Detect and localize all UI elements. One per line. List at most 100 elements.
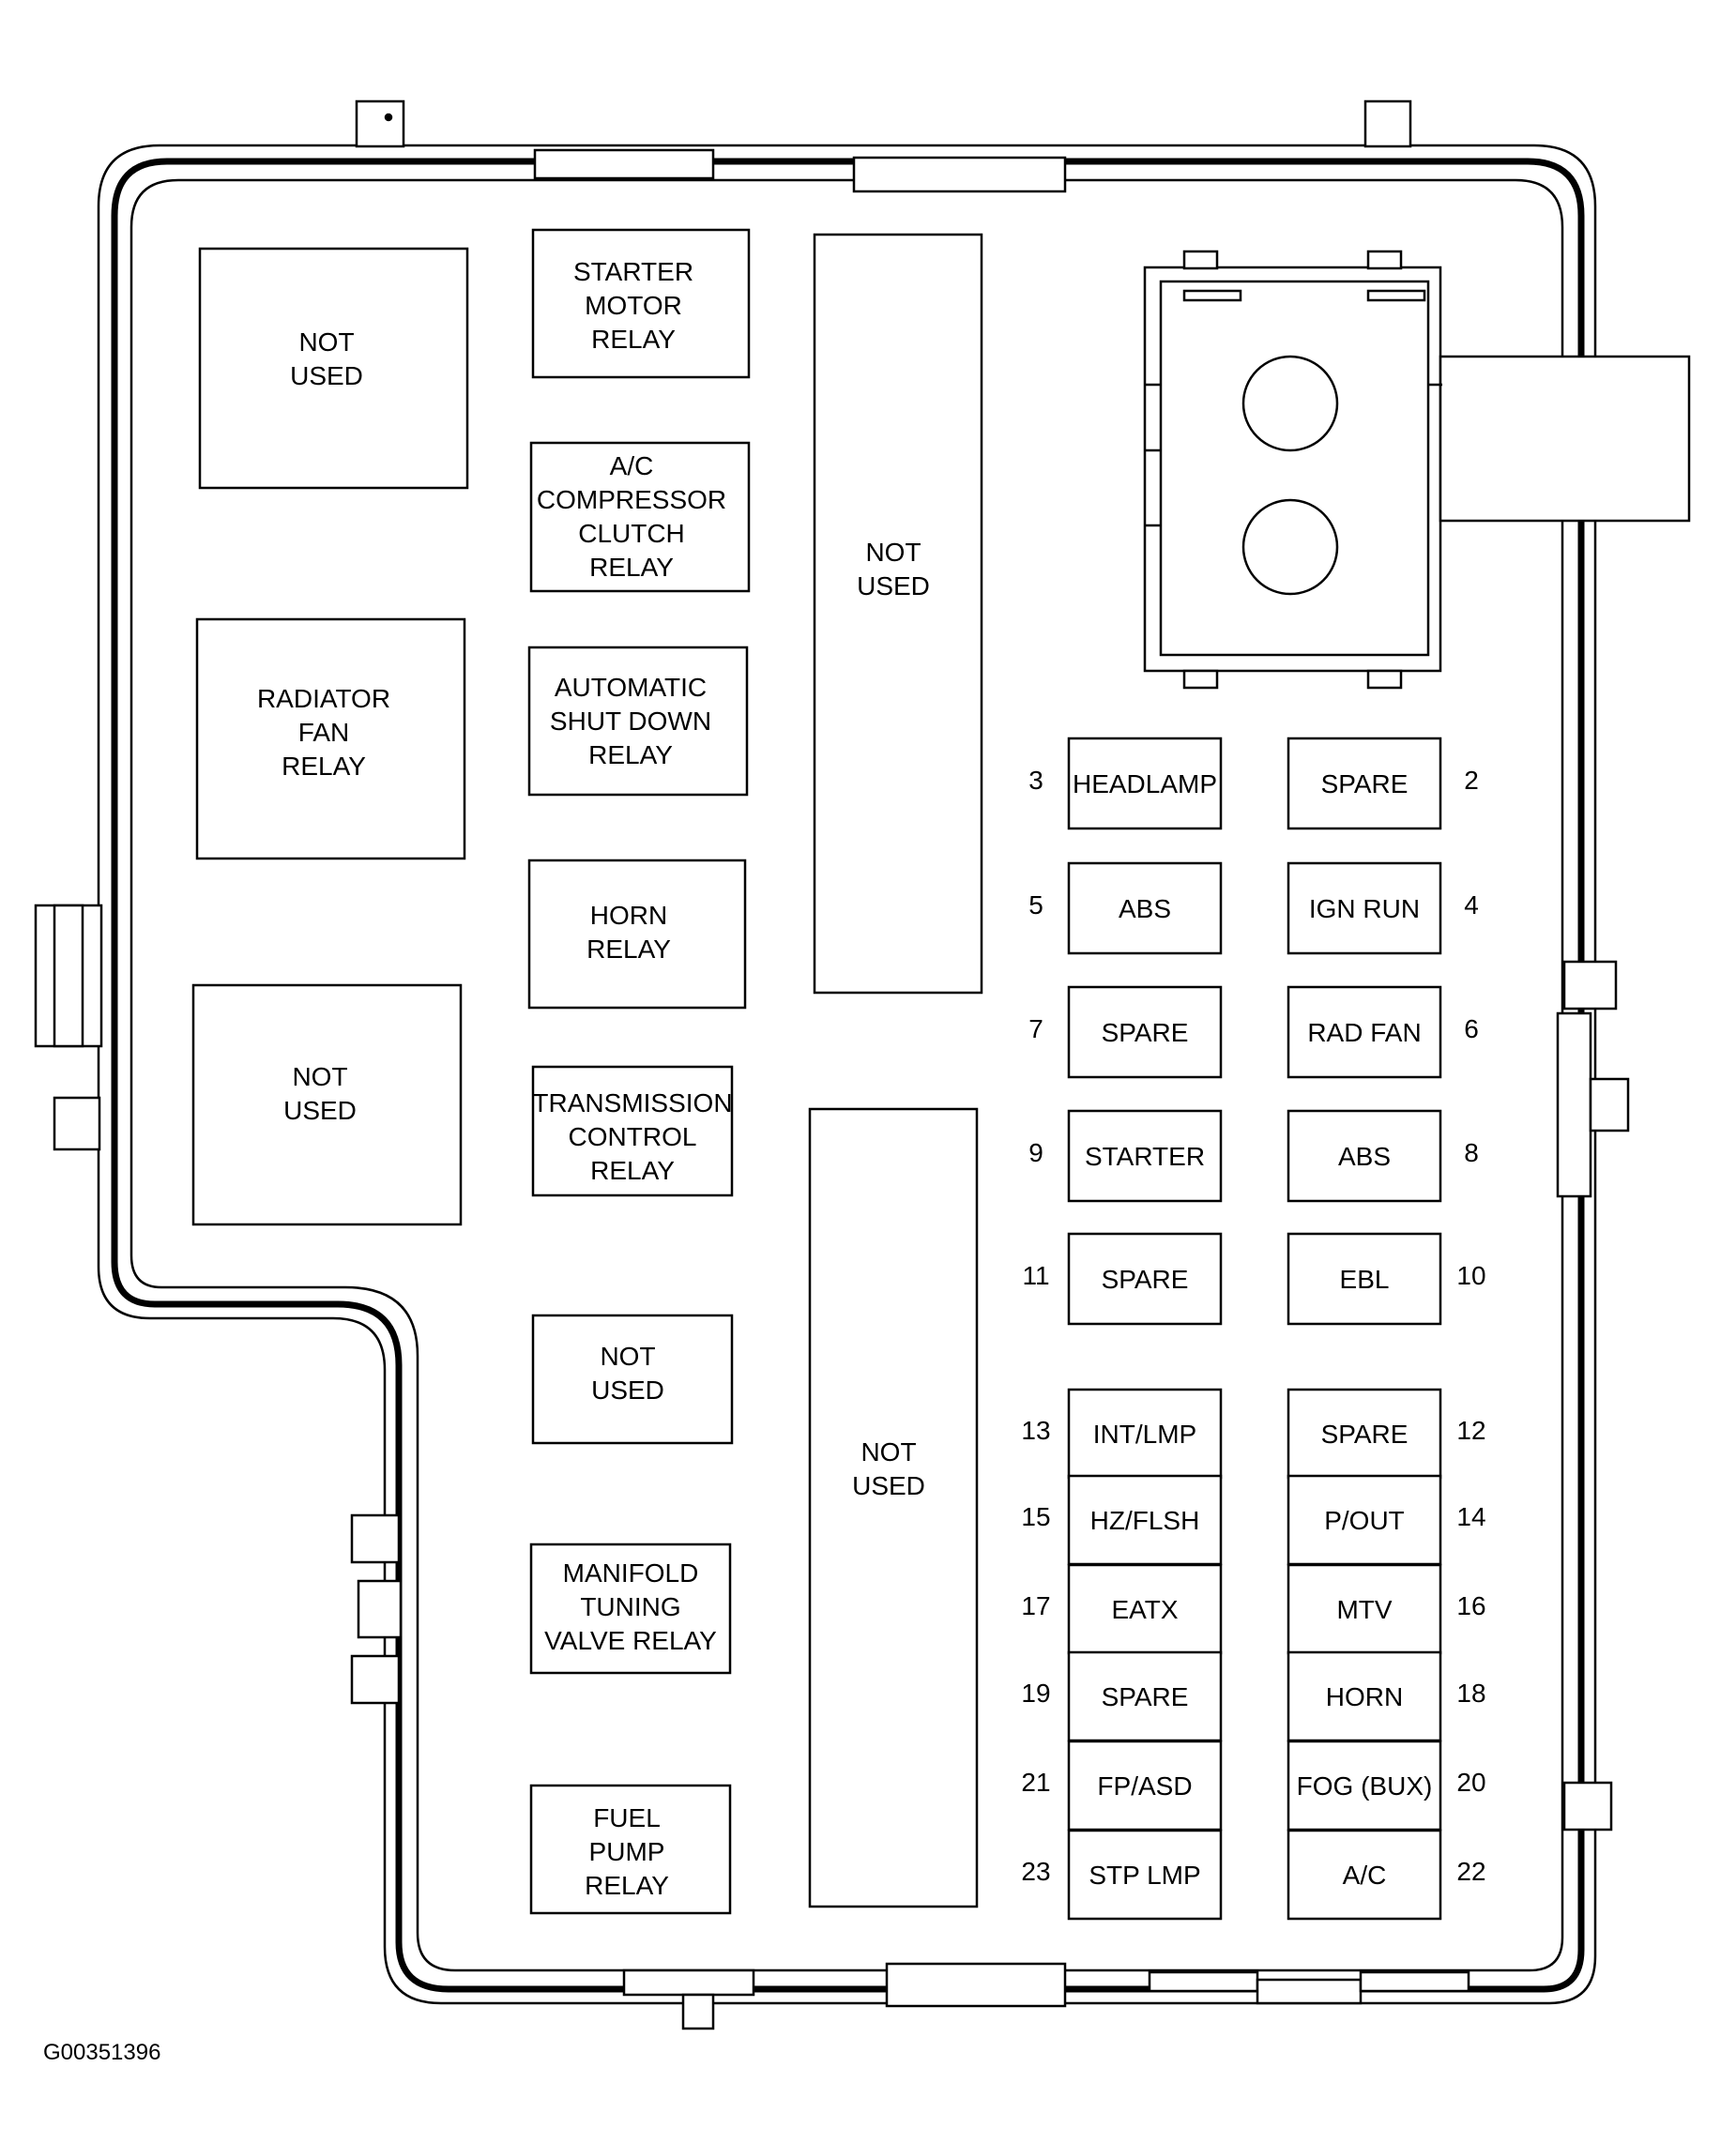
fuse-label: FP/ASD [1097,1771,1192,1801]
fuse-label: P/OUT [1324,1506,1405,1535]
fuse-label: SPARE [1102,1682,1189,1711]
fuse-20: FOG (BUX)20 [1287,1740,1486,1831]
fuse-number: 17 [1021,1591,1050,1620]
fuse-body [1287,1829,1442,1921]
relay-label: RELAY [586,935,671,964]
fuse-body [1067,1740,1223,1831]
fuse-number: 22 [1456,1857,1485,1886]
fuse-3: HEADLAMP 3 [1028,737,1223,830]
fuse-label: HORN [1326,1682,1403,1711]
fuse-body [1287,737,1442,830]
fuse-14: P/OUT 14 [1287,1474,1486,1566]
relay-label: USED [283,1096,357,1125]
fuse-body [1067,737,1223,830]
fuse-number: 19 [1021,1679,1050,1708]
relay-label: RELAY [589,553,674,582]
slot-label: NOT [860,1437,916,1467]
fuse-label: HZ/FLSH [1090,1506,1200,1535]
fuse-body [1287,1232,1442,1326]
relay-horn: HORN RELAY [527,859,747,1010]
fuse-body [1067,1829,1223,1921]
relay-label: STARTER [573,257,693,286]
fuse-number: 4 [1464,890,1479,920]
relay-label: AUTOMATIC [555,673,707,702]
relay-label: TUNING [580,1592,680,1621]
fuse-number: 13 [1021,1416,1050,1445]
relay-label: CONTROL [569,1122,697,1151]
fuse-body [1287,861,1442,955]
slot-not-used-tall-upper: NOT USED [813,233,983,995]
fuse-7: SPARE 7 [1028,985,1223,1079]
fuse-number: 2 [1464,766,1479,795]
relay-label: RELAY [585,1871,669,1900]
fuse-body [1067,1650,1223,1742]
fuse-number: 21 [1021,1768,1050,1797]
relay-label: FUEL [593,1803,661,1832]
relay-not-used-mid: NOT USED [531,1314,734,1445]
housing-tabs [34,99,1630,2030]
fuse-number: 8 [1464,1138,1479,1167]
fuse-number: 9 [1028,1138,1043,1167]
housing-outline [97,144,1597,2005]
relay-label: SHUT DOWN [550,707,711,736]
fuse-label: EBL [1340,1265,1390,1294]
fuse-number: 14 [1456,1502,1485,1531]
relay-transmission-control: TRANSMISSION CONTROL RELAY [531,1065,734,1197]
fuse-label: EATX [1111,1595,1178,1624]
fuse-number: 15 [1021,1502,1050,1531]
fuse-17: EATX 17 [1021,1563,1223,1655]
fuse-label: STP LMP [1089,1861,1200,1890]
fuse-label: RAD FAN [1307,1018,1421,1047]
fuse-body [1287,1109,1442,1203]
connector-terminal-upper [1241,355,1339,452]
relay-starter-motor: STARTER MOTOR RELAY [531,228,751,379]
relay-fuel-pump: FUEL PUMP RELAY [529,1784,732,1915]
fuse-number: 3 [1028,766,1043,795]
relay-label: RELAY [282,752,366,781]
relay-radiator-fan: RADIATOR FAN RELAY [195,617,466,860]
relay-label: USED [290,361,363,390]
fuse-19: SPARE 19 [1021,1650,1223,1742]
connector-block [1143,250,1691,690]
relay-label: RADIATOR [257,684,390,713]
slot-label: NOT [865,538,921,567]
fuse-number: 18 [1456,1679,1485,1708]
relay-label: NOT [298,327,354,357]
fuse-number: 11 [1022,1261,1049,1290]
relay-label: MANIFOLD [563,1558,699,1588]
relay-label: VALVE RELAY [544,1626,717,1655]
fuse-body [1287,1650,1442,1742]
slot-not-used-tall-lower: NOT USED [808,1107,979,1908]
fuse-label: HEADLAMP [1073,769,1217,798]
fuse-number: 10 [1456,1261,1485,1290]
fuse-body [1067,985,1223,1079]
relay-label: COMPRESSOR [537,485,726,514]
fuse-label: IGN RUN [1309,894,1420,923]
fuse-21: FP/ASD 21 [1021,1740,1223,1831]
fuse-body [1067,1388,1223,1480]
fuse-number: 7 [1028,1014,1043,1043]
relay-label: A/C [610,451,654,480]
fuse-10: EBL 10 [1287,1232,1486,1326]
fuse-body [1287,1563,1442,1655]
fuse-body [1287,985,1442,1079]
relay-label: TRANSMISSION [532,1088,732,1117]
relay-label: NOT [600,1342,655,1371]
relay-manifold-tuning-valve: MANIFOLD TUNING VALVE RELAY [529,1543,732,1675]
fuse-body [1067,1232,1223,1326]
fuse-label: SPARE [1321,1420,1409,1449]
relay-label: FAN [298,718,349,747]
fuse-18: HORN 18 [1287,1650,1486,1742]
fuse-body [1067,1563,1223,1655]
fuse-label: SPARE [1102,1018,1189,1047]
relay-label: HORN [590,901,667,930]
relay-label: PUMP [589,1837,665,1866]
